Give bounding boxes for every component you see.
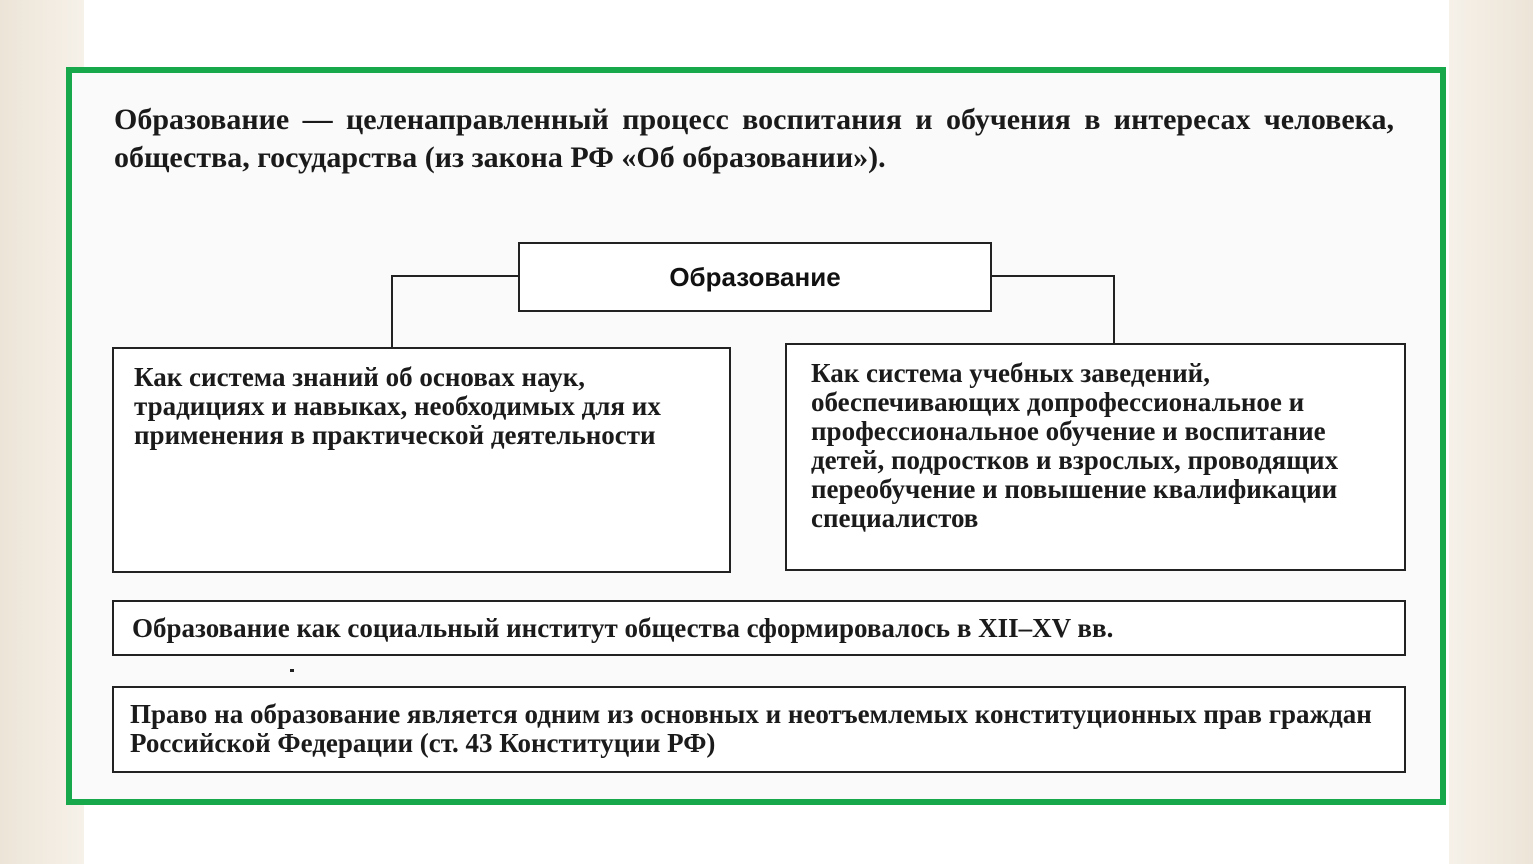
definition-paragraph: Образование — целенаправленный процесс в… [114,101,1394,177]
definition-term: Образование [114,103,290,136]
connector-left-horizontal [391,275,519,277]
knowledge-system-box: Как система знаний об основах наук, трад… [112,347,731,573]
stray-dot [290,669,294,672]
knowledge-system-text: Как система знаний об основах наук, трад… [134,362,661,450]
root-box: Образование [518,242,992,312]
institutions-system-box: Как система учебных заведений, обеспечив… [785,343,1406,571]
social-institution-box: Образование как социальный институт обще… [112,600,1406,656]
definition-text: — целенаправленный процесс воспитания и … [114,103,1395,174]
connector-left-vertical [391,275,393,348]
connector-right-horizontal [991,275,1115,277]
rights-box: Право на образование является одним из о… [112,686,1406,773]
connector-right-vertical [1113,275,1115,344]
social-institution-text: Образование как социальный институт обще… [132,612,1114,643]
institutions-system-text: Как система учебных заведений, обеспечив… [811,358,1339,533]
root-label: Образование [669,261,841,292]
rights-text: Право на образование является одним из о… [130,699,1372,758]
paper-edge-right [1449,0,1533,864]
green-frame: Образование — целенаправленный процесс в… [66,67,1446,805]
